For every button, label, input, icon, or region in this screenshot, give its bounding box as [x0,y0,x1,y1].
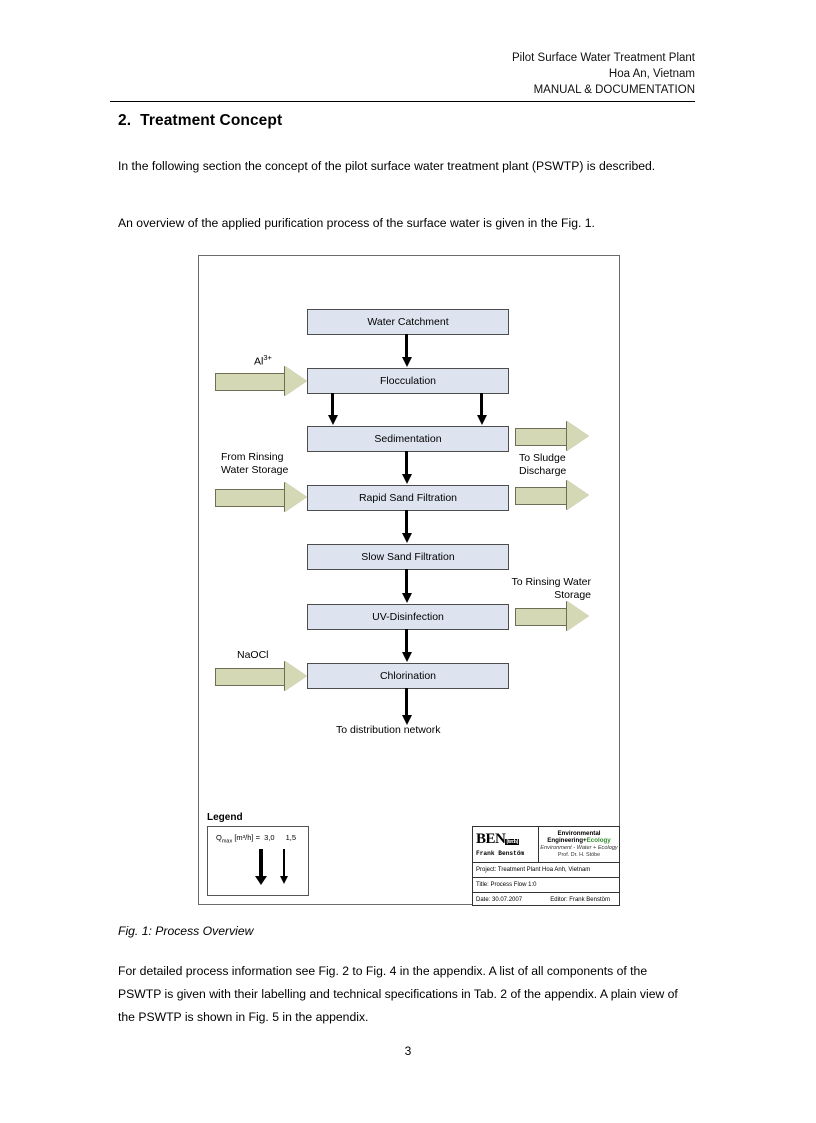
outlet-label: To distribution network [336,724,441,736]
process-box-flocculation: Flocculation [307,368,509,394]
process-box-rapid-sand-filtration: Rapid Sand Filtration [307,485,509,511]
process-box-chlorination: Chlorination [307,663,509,689]
process-box-sedimentation: Sedimentation [307,426,509,452]
flow-arrow-flocculation-to-sedimentation-right [480,393,483,416]
input-arrow-naocl [215,661,307,691]
drawing-title-block: BEN[tech] Frank Benstöm Environmental En… [472,826,620,906]
flow-arrow-rapid-to-slow-sand [405,510,408,534]
page-number: 3 [404,1044,412,1058]
flow-arrow-slow-sand-to-uv [405,569,408,594]
input-label-rinsing-water: From Rinsing Water Storage [221,451,289,476]
process-flow-figure: Water Catchment Flocculation Sedimentati… [198,255,620,906]
process-box-slow-sand-filtration: Slow Sand Filtration [307,544,509,570]
section-title: Treatment Concept [140,112,283,129]
header-line-2: Hoa An, Vietnam [608,68,695,80]
flow-arrow-chlorination-to-outlet [405,688,408,716]
header-line-1: Pilot Surface Water Treatment Plant [511,52,695,64]
page-title: 2. Treatment Concept [118,112,282,130]
document-header: Pilot Surface Water Treatment Plant Hoa … [110,50,695,102]
titleblock-row-title: Title: Process Flow 1:0 [473,877,619,892]
input-label-al3plus: Al3+ [254,353,272,368]
paragraph-overview: An overview of the applied purification … [118,216,595,230]
output-arrow-sedimentation-sludge [515,421,589,451]
legend-unit-label: Qmax [m³/h] = 3,0 1,5 [216,833,297,845]
company-logo: BEN[tech] Frank Benstöm [473,827,539,862]
paragraph-intro: In the following section the concept of … [118,159,656,173]
process-box-water-catchment: Water Catchment [307,309,509,335]
legend-arrow-thin [283,849,285,877]
company-slogan: Environmental Engineering+Ecology Enviro… [540,829,618,859]
output-arrow-rapid-sand-sludge [515,480,589,510]
legend-box: Qmax [m³/h] = 3,0 1,5 [207,826,309,896]
logo-person-name: Frank Benstöm [476,850,525,857]
flow-arrow-flocculation-to-sedimentation-left [331,393,334,416]
header-divider [110,101,695,102]
flow-arrow-sedimentation-to-rapid-sand [405,451,408,475]
flow-arrow-catchment-to-flocculation [405,334,408,358]
titleblock-row-project: Project: Treatment Plant Hoa Anh, Vietna… [473,862,619,877]
input-arrow-al3plus [215,366,307,396]
header-line-3: MANUAL & DOCUMENTATION [533,84,695,96]
output-label-rinsing-water-storage: To Rinsing Water Storage [511,576,591,601]
section-number: 2. [118,112,132,129]
titleblock-row-date-editor: Date: 30.07.2007 Editor: Frank Benstöm [473,892,619,907]
legend-arrow-thick [259,849,263,877]
figure-caption: Fig. 1: Process Overview [118,924,254,938]
process-box-uv-disinfection: UV-Disinfection [307,604,509,630]
legend-title: Legend [207,812,243,823]
input-label-naocl: NaOCl [237,649,269,661]
paragraph-appendix: For detailed process information see Fig… [118,964,678,1024]
output-label-sludge-discharge: To Sludge Discharge [519,452,567,477]
output-arrow-uv-rinsing-storage [515,601,589,631]
input-arrow-rinsing-water [215,482,307,512]
flow-arrow-uv-to-chlorination [405,629,408,653]
